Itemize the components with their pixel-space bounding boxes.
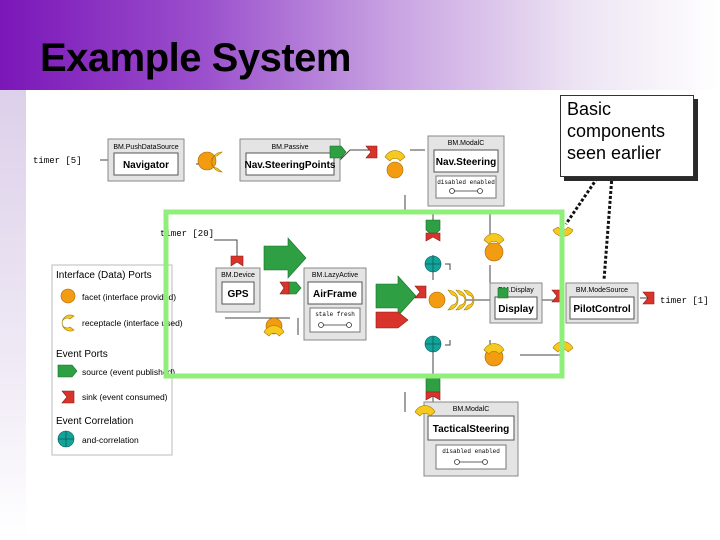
event-source-icon — [329, 145, 347, 159]
display-stereotype: BM.Display — [498, 287, 534, 294]
slide-title: Example System — [40, 36, 351, 80]
callout-box: Basic components seen earlier — [560, 95, 694, 177]
facet-icon — [386, 161, 404, 179]
facet-icon — [197, 151, 217, 171]
airframe-state: stale fresh — [315, 311, 355, 318]
component-pilot-control: BM.ModeSource PilotControl — [565, 282, 639, 324]
event-source-arrow-icon — [375, 275, 417, 317]
event-sink-legend-icon — [61, 390, 75, 404]
navigator-name: Navigator — [123, 160, 169, 171]
event-sink-icon — [365, 145, 378, 159]
airframe-name: AirFrame — [313, 289, 357, 300]
event-sink-icon — [230, 255, 244, 267]
receptacle-icon — [483, 343, 505, 355]
timer-20-label: timer [20] — [160, 229, 214, 239]
event-sink-icon — [279, 281, 290, 295]
pilot-control-name: PilotControl — [573, 304, 630, 315]
receptacle-legend-icon — [61, 314, 75, 332]
facet-icon — [428, 291, 446, 309]
event-source-icon — [425, 376, 441, 393]
left-accent-band — [0, 90, 26, 540]
tactical-steering-state: disabled enabled — [442, 448, 500, 455]
receptacle-icon — [210, 151, 223, 173]
receptacle-icon — [263, 325, 285, 337]
display-name: Display — [498, 304, 534, 315]
legend-heading-event-correlation: Event Correlation — [56, 416, 133, 427]
legend-panel: Interface (Data) Ports facet (interface … — [51, 264, 183, 456]
event-source-icon — [497, 287, 509, 299]
and-correlation-icon — [424, 255, 442, 273]
and-correlation-ports — [424, 255, 442, 353]
event-sink-icon — [414, 285, 427, 299]
event-source-arrow-icon — [263, 237, 307, 279]
gps-stereotype: BM.Device — [221, 272, 255, 279]
component-airframe: BM.LazyActive AirFrame stale fresh — [303, 267, 367, 341]
receptacle-icon — [447, 289, 459, 311]
nav-steering-state: disabled enabled — [437, 179, 495, 186]
nav-steering-stereotype: BM.ModalC — [448, 140, 485, 147]
legend-sink-label: sink (event consumed) — [82, 392, 168, 402]
connection-wires — [100, 149, 652, 412]
navigator-stereotype: BM.PushDataSource — [113, 144, 178, 151]
legend-facet-label: facet (interface provided) — [82, 292, 176, 302]
event-sink-icon — [425, 391, 441, 401]
callout-pointer-1 — [564, 173, 602, 225]
callout-text: Basic components seen earlier — [567, 99, 666, 163]
component-navigator: BM.PushDataSource Navigator — [107, 138, 185, 182]
receptacle-icon — [455, 289, 467, 311]
timer-1-label: timer [1] — [660, 296, 709, 306]
receptacle-icon — [463, 289, 475, 311]
component-nav-steering: BM.ModalC Nav.Steering disabled enabled — [427, 135, 505, 207]
component-nav-steering-points: BM.Passive Nav.SteeringPoints — [239, 138, 341, 182]
component-gps: BM.Device GPS — [215, 267, 261, 313]
legend-receptacle-label: receptacle (interface used) — [82, 318, 183, 328]
nav-steering-points-stereotype: BM.Passive — [272, 144, 309, 151]
legend-source-label: source (event published) — [82, 367, 175, 377]
legend-heading-event-ports: Event Ports — [56, 349, 108, 360]
gps-name: GPS — [227, 289, 248, 300]
nav-steering-points-name: Nav.SteeringPoints — [245, 160, 336, 171]
component-tactical-steering: BM.ModalC TacticalSteering disabled enab… — [423, 401, 519, 477]
event-sink-icon — [425, 232, 441, 242]
facet-icon — [484, 242, 504, 262]
tactical-steering-name: TacticalSteering — [433, 424, 510, 435]
event-source-legend-icon — [57, 364, 78, 378]
receptacle-icon — [384, 150, 406, 162]
header-band — [0, 0, 720, 90]
event-sink-arrow-icon — [375, 311, 409, 329]
pilot-control-stereotype: BM.ModeSource — [576, 287, 628, 294]
callout-pointer-2 — [602, 175, 614, 281]
timer-5-label: timer [5] — [33, 156, 82, 166]
tactical-steering-stereotype: BM.ModalC — [453, 406, 490, 413]
receptacle-ports — [210, 150, 574, 417]
legend-correlation-label: and-correlation — [82, 435, 139, 445]
highlight-box — [163, 209, 565, 379]
event-sink-icon — [642, 291, 655, 305]
receptacle-icon — [483, 233, 505, 245]
receptacle-icon — [414, 405, 436, 417]
facet-legend-icon — [60, 288, 76, 304]
and-correlation-icon — [424, 335, 442, 353]
nav-steering-name: Nav.Steering — [436, 157, 496, 168]
legend-heading-data-ports: Interface (Data) Ports — [56, 270, 152, 281]
airframe-stereotype: BM.LazyActive — [312, 272, 358, 279]
